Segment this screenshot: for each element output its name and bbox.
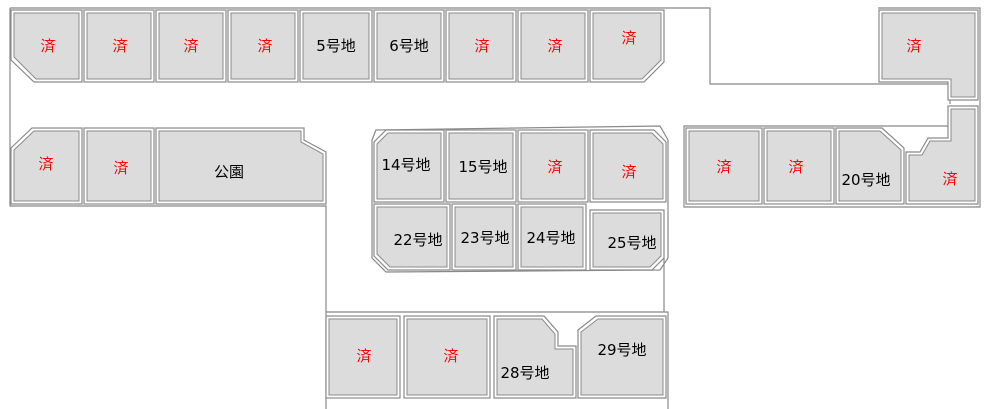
lot-r1-4[interactable]: 済 xyxy=(227,9,299,83)
lot-park[interactable]: 公園 xyxy=(155,127,327,205)
lot-r2-2[interactable]: 済 xyxy=(83,127,155,205)
lot-5[interactable]: 5号地 xyxy=(299,9,373,83)
lot-29[interactable]: 29号地 xyxy=(577,315,667,399)
lot-r1-7[interactable]: 済 xyxy=(445,9,517,83)
lot-c1-3[interactable]: 済 xyxy=(517,129,589,203)
lot-label: 済 xyxy=(788,158,803,176)
lot-20[interactable]: 20号地 xyxy=(835,127,905,205)
lot-label: 済 xyxy=(474,37,489,55)
lot-tr-1[interactable]: 済 xyxy=(878,9,979,101)
lot-6[interactable]: 6号地 xyxy=(373,9,445,83)
lot-label: 済 xyxy=(547,37,562,55)
lot-label: 20号地 xyxy=(841,171,890,189)
lot-label: 24号地 xyxy=(526,229,575,247)
lot-label: 15号地 xyxy=(458,158,507,176)
lot-15[interactable]: 15号地 xyxy=(445,129,517,203)
lot-label: 済 xyxy=(942,170,957,188)
lot-label: 14号地 xyxy=(381,156,430,174)
lot-r1-9[interactable]: 済 xyxy=(589,9,665,83)
lot-r1-8[interactable]: 済 xyxy=(517,9,589,83)
lot-r2-1[interactable]: 済 xyxy=(10,127,83,205)
lot-r1-3[interactable]: 済 xyxy=(155,9,227,83)
lot-label: 6号地 xyxy=(389,37,429,55)
lot-e-1[interactable]: 済 xyxy=(685,127,763,205)
lot-c1-4[interactable]: 済 xyxy=(589,129,667,203)
lot-e-4[interactable]: 済 xyxy=(905,105,979,205)
lot-label: 22号地 xyxy=(393,231,442,249)
right-block-outline xyxy=(683,7,981,208)
lot-14[interactable]: 14号地 xyxy=(373,129,445,203)
lot-label: 済 xyxy=(112,37,127,55)
lot-label: 29号地 xyxy=(597,341,646,359)
lot-r1-2[interactable]: 済 xyxy=(83,9,155,83)
lot-label: 済 xyxy=(547,158,562,176)
lot-28[interactable]: 28号地 xyxy=(493,315,577,399)
lot-label: 済 xyxy=(183,37,198,55)
lot-label: 済 xyxy=(621,29,636,47)
lot-label: 5号地 xyxy=(316,37,356,55)
lot-b-2[interactable]: 済 xyxy=(403,315,491,399)
lot-label: 公園 xyxy=(214,163,244,181)
lot-label: 23号地 xyxy=(460,229,509,247)
lot-label: 済 xyxy=(716,158,731,176)
lot-label: 済 xyxy=(113,159,128,177)
lot-label: 済 xyxy=(40,37,55,55)
lot-label: 済 xyxy=(356,347,371,365)
bottom-block-outline xyxy=(326,311,669,409)
center-block-outline xyxy=(371,125,669,273)
lot-25[interactable]: 25号地 xyxy=(589,209,665,271)
lot-label: 済 xyxy=(906,37,921,55)
lot-r1-1[interactable]: 済 xyxy=(10,9,83,83)
lot-label: 25号地 xyxy=(607,234,656,252)
lot-23[interactable]: 23号地 xyxy=(451,203,517,271)
lot-label: 済 xyxy=(443,347,458,365)
lot-label: 28号地 xyxy=(500,364,549,382)
lot-label: 済 xyxy=(38,155,53,173)
lot-24[interactable]: 24号地 xyxy=(517,203,587,271)
lot-b-1[interactable]: 済 xyxy=(325,315,401,399)
lot-label: 済 xyxy=(621,163,636,181)
lot-e-2[interactable]: 済 xyxy=(763,127,835,205)
lot-label: 済 xyxy=(257,37,272,55)
lot-22[interactable]: 22号地 xyxy=(373,203,451,271)
